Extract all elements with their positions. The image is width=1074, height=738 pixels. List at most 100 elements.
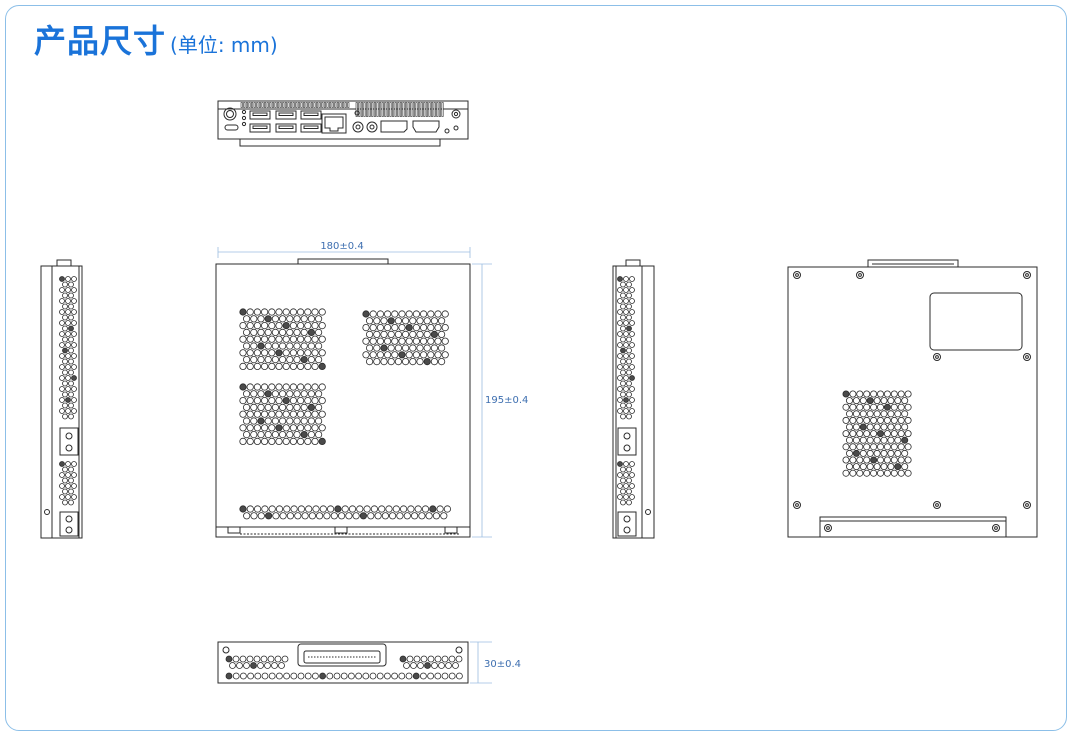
vent-hole (62, 303, 68, 310)
vent-hole (71, 461, 77, 467)
vent-hole (290, 672, 298, 680)
grille-slot (428, 102, 431, 117)
vent-hole (403, 512, 411, 520)
vent-hole (849, 416, 857, 424)
vent-hole (307, 328, 315, 336)
vent-hole (437, 357, 446, 366)
vent-hole (68, 369, 74, 376)
vent-hole (268, 424, 276, 432)
vent-hole (376, 310, 384, 318)
vent-hole (904, 430, 912, 438)
screw-inner (795, 503, 799, 507)
vent-hole (272, 512, 280, 520)
vent-hole (620, 477, 626, 484)
grille-slot (392, 102, 395, 117)
front-base-plate (239, 139, 441, 147)
power-button-icon (223, 107, 237, 121)
vent-hole (445, 662, 452, 669)
vent-hole (246, 424, 254, 432)
vent-hole (304, 362, 312, 370)
vent-hole (376, 337, 384, 345)
vent-hole (246, 505, 254, 513)
vent-hole (232, 655, 240, 663)
vent-hole (300, 355, 308, 364)
top-body (215, 263, 471, 538)
vent-hole (289, 396, 297, 405)
vent-hole (307, 403, 315, 411)
vent-hole (345, 512, 353, 520)
vent-hole (65, 331, 71, 337)
vent-hole (253, 437, 261, 445)
vent-hole (427, 351, 435, 359)
vent-hole (250, 342, 258, 350)
grille-slot (389, 102, 392, 117)
vent-hole (391, 672, 399, 680)
vent-hole (308, 512, 316, 520)
vent-hole (239, 396, 247, 405)
vent-hole (394, 344, 402, 352)
vent-hole (410, 662, 417, 669)
vent-hole (378, 505, 386, 513)
bracket-screw-inner (994, 526, 998, 530)
vent-hole (286, 328, 294, 336)
vent-hole (314, 355, 323, 364)
vent-hole (398, 337, 406, 345)
vent-hole (877, 443, 885, 451)
vent-hole (257, 512, 265, 520)
screw-icon (793, 501, 801, 509)
vent-hole (250, 662, 257, 669)
vent-hole (254, 672, 262, 680)
grille-slot (282, 102, 285, 108)
usb-a-tongue (303, 112, 319, 116)
vent-hole (429, 505, 437, 513)
vent-hole (842, 403, 850, 411)
vent-hole (383, 351, 392, 359)
vent-hole (337, 512, 346, 520)
vent-hole (391, 337, 399, 345)
screw-inner (858, 273, 862, 277)
vent-hole (380, 330, 388, 338)
vent-hole (383, 323, 392, 332)
vent-hole (283, 505, 291, 513)
vent-hole (904, 390, 912, 398)
vent-hole (376, 672, 384, 680)
grille-slot (410, 102, 413, 117)
top-vent-block-b (362, 310, 449, 366)
grille-slot (394, 102, 397, 117)
vent-hole (846, 410, 854, 418)
vent-hole (901, 410, 909, 418)
bottom-screws (793, 271, 1031, 509)
grille-slot (279, 102, 282, 108)
vent-hole (264, 315, 272, 323)
vent-hole (243, 662, 250, 669)
vent-hole (243, 315, 251, 323)
vent-hole (617, 320, 623, 326)
vent-hole (842, 443, 850, 451)
usb-a-tongue (278, 112, 294, 116)
vent-hole (278, 328, 287, 336)
grille-slot (256, 102, 259, 108)
vent-hole (62, 413, 68, 420)
vent-hole (617, 472, 623, 478)
vent-hole (62, 281, 68, 288)
vent-hole (68, 466, 74, 473)
vent-hole (856, 390, 864, 398)
vent-hole (380, 344, 388, 352)
grille-slot (368, 102, 371, 117)
grille-slot (329, 102, 332, 108)
vent-hole (232, 672, 240, 680)
small-hole (453, 125, 459, 131)
vent-hole (296, 308, 305, 316)
vent-hole (620, 358, 626, 365)
vent-hole (629, 494, 635, 500)
vent-hole (319, 672, 327, 680)
vent-hole (417, 662, 424, 669)
vent-hole (68, 325, 74, 332)
vent-hole (369, 351, 377, 359)
vent-hole (620, 347, 626, 354)
grille-slot (287, 102, 290, 108)
vent-hole (430, 357, 438, 366)
vent-hole (62, 325, 68, 332)
vent-hole (629, 364, 635, 370)
vent-hole (863, 469, 871, 477)
